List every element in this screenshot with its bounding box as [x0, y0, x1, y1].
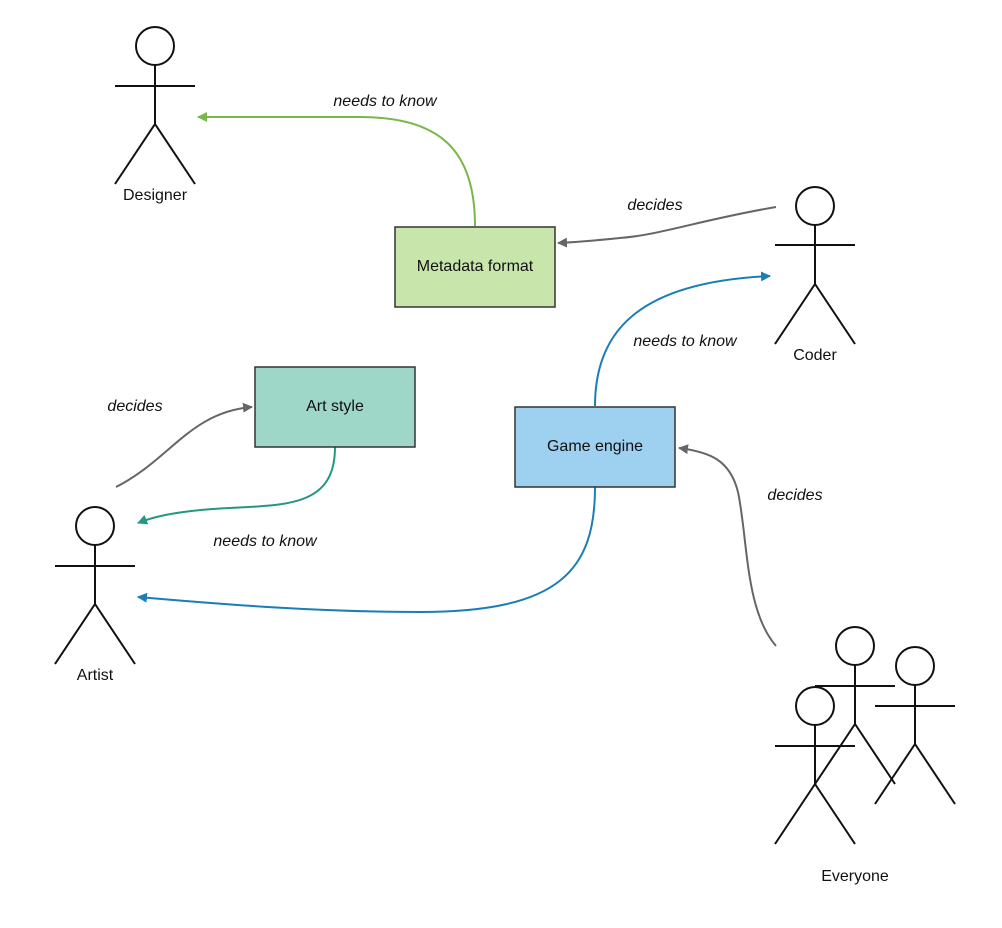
actor-coder	[774, 186, 856, 345]
edge-coder-to-metadata	[557, 206, 777, 248]
edge-label-artist-to-artstyle: decides	[107, 398, 162, 415]
actor-everyone-front	[774, 686, 856, 845]
edge-label-artstyle-to-artist: needs to know	[213, 533, 318, 550]
actor-designer-label: Designer	[123, 187, 188, 204]
edge-metadata-to-designer	[197, 112, 476, 227]
box-metadata-format: Metadata format	[394, 226, 556, 308]
edge-engine-to-artist	[137, 486, 596, 614]
actor-artist-label: Artist	[77, 667, 114, 684]
edge-label-coder-to-metadata: decides	[627, 197, 682, 214]
box-game-engine: Game engine	[514, 406, 676, 488]
actor-everyone-right	[874, 646, 956, 805]
actor-everyone-label: Everyone	[821, 868, 889, 885]
edge-label-everyone-to-engine: decides	[767, 487, 822, 504]
box-game-engine-label: Game engine	[547, 438, 643, 455]
box-art-style-label: Art style	[306, 398, 364, 415]
edge-label-metadata-to-designer: needs to know	[333, 93, 438, 110]
actor-artist	[54, 506, 136, 665]
actor-designer	[114, 26, 196, 185]
edge-everyone-to-engine	[678, 444, 777, 647]
box-art-style: Art style	[254, 366, 416, 448]
edge-engine-to-coder	[594, 271, 771, 407]
actor-everyone	[774, 626, 956, 845]
edge-label-engine-to-coder: needs to know	[633, 333, 738, 350]
box-metadata-format-label: Metadata format	[417, 258, 534, 275]
edge-artstyle-to-artist	[137, 446, 336, 525]
edge-artist-to-artstyle	[115, 402, 253, 488]
actor-everyone-back	[814, 626, 896, 785]
actor-coder-label: Coder	[793, 347, 837, 364]
